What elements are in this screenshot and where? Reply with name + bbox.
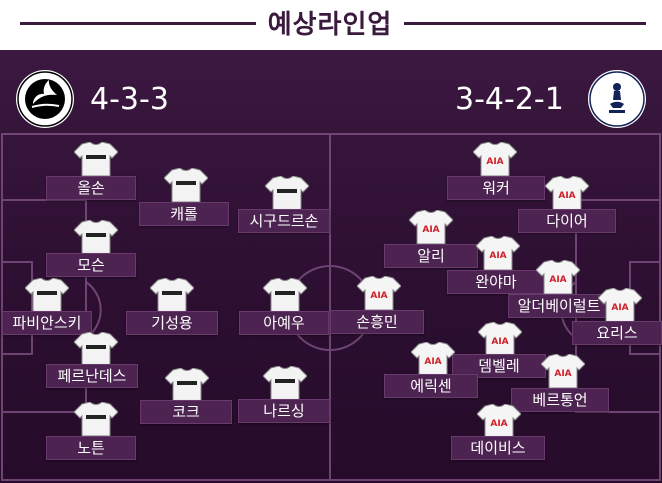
away-jersey-icon: AIA	[357, 276, 401, 310]
page-title: 예상라인업	[267, 10, 393, 40]
away-jersey-icon: AIA	[411, 342, 455, 376]
home-jersey-icon	[74, 220, 118, 254]
header: 예상라인업	[0, 0, 662, 45]
player-plate: 캐롤	[139, 202, 229, 226]
home-jersey-icon	[265, 176, 309, 210]
player-plate: 데이비스	[451, 436, 545, 460]
player-plate: 코크	[140, 400, 232, 424]
pitch: 4-3-3 3-4-2-1 올손 캐롤 시구드르손 모슨 파비안스키 기성용 아…	[0, 50, 662, 483]
player-plate: 기성용	[126, 311, 218, 335]
svg-text:AIA: AIA	[554, 369, 571, 379]
svg-text:AIA: AIA	[549, 275, 566, 285]
player-plate: 노튼	[46, 436, 136, 460]
swans-crest-icon	[16, 70, 74, 128]
home-jersey-icon	[165, 368, 209, 402]
header-rule-right	[404, 22, 646, 25]
svg-text:AIA: AIA	[422, 225, 439, 235]
away-jersey-icon: AIA	[476, 236, 520, 270]
away-jersey-icon: AIA	[598, 288, 642, 322]
away-jersey-icon: AIA	[409, 210, 453, 244]
player-plate: 다이어	[518, 209, 616, 233]
home-formation: 4-3-3	[90, 82, 169, 117]
player-plate: 요리스	[572, 321, 662, 345]
away-jersey-icon: AIA	[536, 260, 580, 294]
player-plate: 시구드르손	[238, 209, 330, 233]
player-plate: 페르난데스	[46, 364, 138, 388]
home-jersey-icon	[164, 168, 208, 202]
player-plate: 에릭센	[384, 374, 478, 398]
away-jersey-icon: AIA	[473, 142, 517, 176]
home-jersey-icon	[263, 278, 307, 312]
player-plate: 알더베이럴트	[508, 294, 610, 318]
svg-text:AIA: AIA	[611, 303, 628, 313]
player-plate: 손흥민	[330, 310, 424, 334]
away-jersey-icon: AIA	[541, 354, 585, 388]
player-plate: 알리	[384, 244, 478, 268]
player-plate: 모슨	[46, 253, 136, 277]
home-jersey-icon	[25, 278, 69, 312]
home-jersey-icon	[74, 142, 118, 176]
player-plate: 파비안스키	[2, 311, 92, 335]
spurs-crest-icon	[588, 70, 646, 128]
away-formation: 3-4-2-1	[455, 82, 564, 117]
svg-text:AIA: AIA	[489, 251, 506, 261]
player-plate: 나르싱	[238, 399, 330, 423]
svg-text:AIA: AIA	[424, 357, 441, 367]
away-jersey-icon: AIA	[478, 322, 522, 356]
away-jersey-icon: AIA	[545, 176, 589, 210]
header-rule-left	[20, 22, 256, 25]
svg-text:AIA: AIA	[370, 291, 387, 301]
svg-text:AIA: AIA	[558, 191, 575, 201]
home-jersey-icon	[150, 278, 194, 312]
home-jersey-icon	[74, 332, 118, 366]
svg-text:AIA: AIA	[491, 337, 508, 347]
home-jersey-icon	[74, 402, 118, 436]
player-plate: 올손	[46, 176, 136, 200]
player-plate: 뎀벨레	[452, 354, 546, 378]
player-plate: 아예우	[239, 311, 329, 335]
player-plate: 워커	[447, 176, 545, 200]
svg-text:AIA: AIA	[486, 157, 503, 167]
player-plate: 베르통언	[511, 388, 609, 412]
svg-text:AIA: AIA	[490, 419, 507, 429]
away-jersey-icon: AIA	[477, 404, 521, 438]
home-jersey-icon	[263, 366, 307, 400]
player-plate: 완야마	[447, 270, 545, 294]
